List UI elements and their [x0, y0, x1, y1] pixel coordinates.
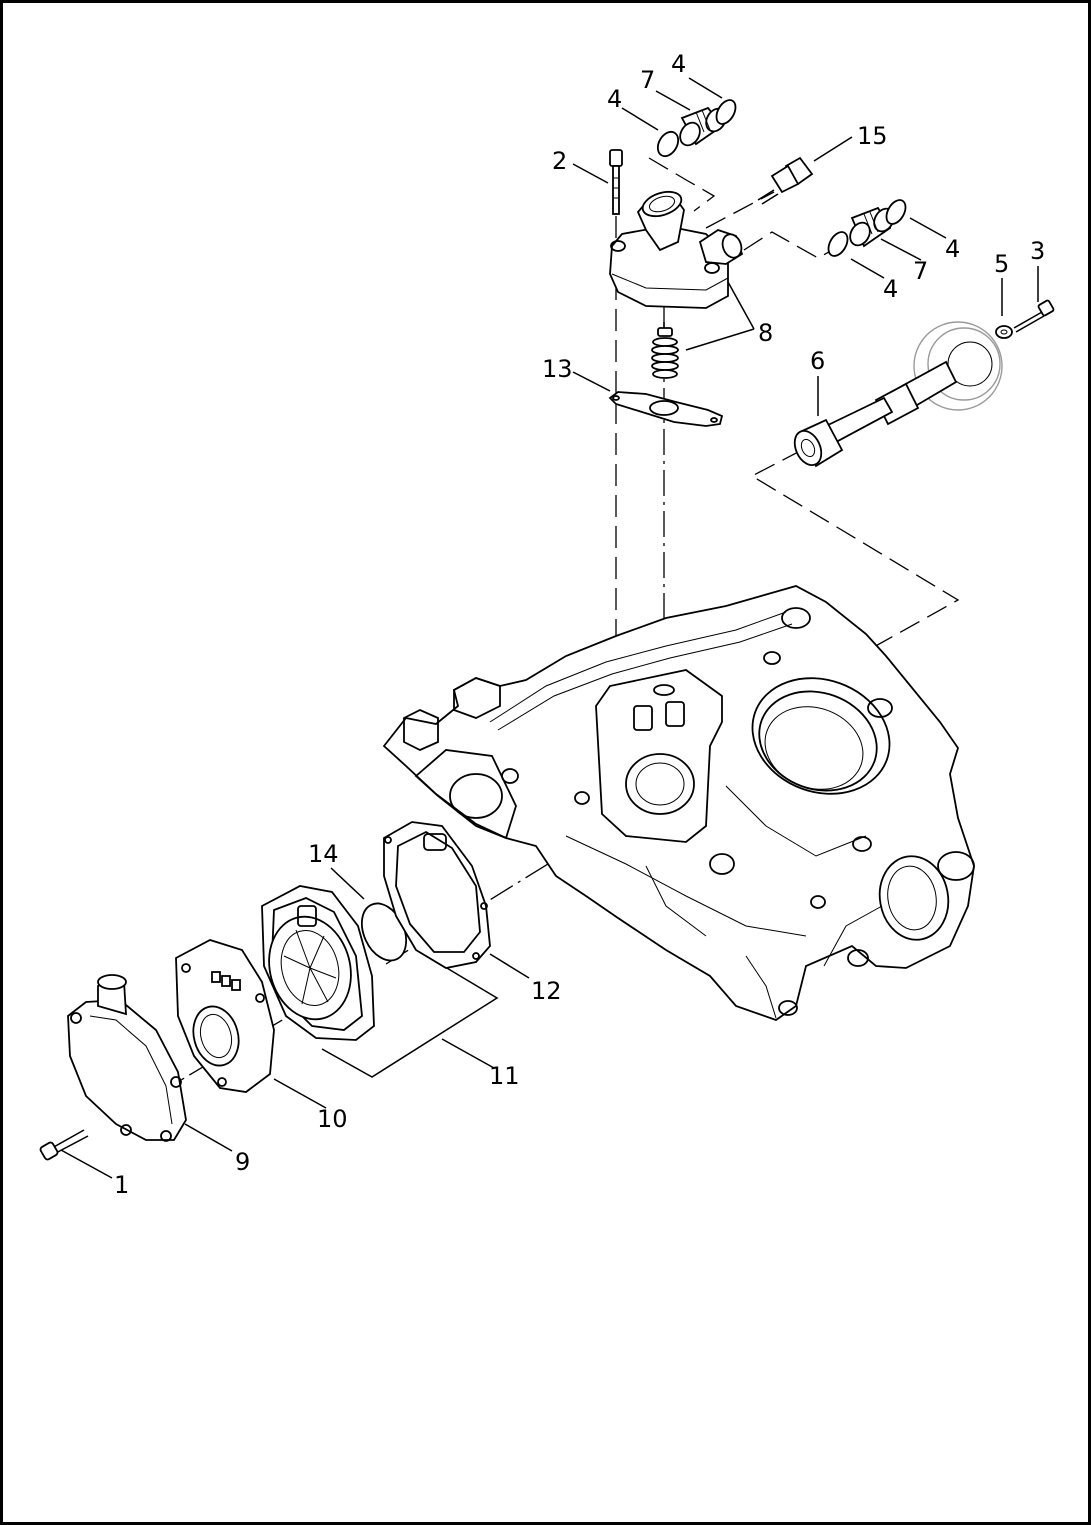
exploded-parts-diagram: 4 7 4 2 15 4 7 4 5 3 8 6 13 14 12 11 10 … — [39, 50, 1055, 1199]
pump-outer-cover — [67, 974, 187, 1142]
callout-numbers: 4 7 4 2 15 4 7 4 5 3 8 6 13 14 12 11 10 … — [114, 50, 1045, 1199]
callout-10: 10 — [317, 1105, 348, 1133]
thermostat-housing — [609, 190, 744, 309]
callout-2: 2 — [552, 147, 567, 175]
pump-gasket — [383, 821, 491, 969]
callout-4: 4 — [607, 85, 622, 113]
fitting-lower — [827, 199, 907, 257]
callout-15: 15 — [857, 122, 888, 150]
leader-lines — [60, 77, 1039, 1179]
callout-4: 4 — [945, 235, 960, 263]
callout-4: 4 — [671, 50, 686, 78]
callout-4: 4 — [883, 275, 898, 303]
water-pump-shaft — [793, 321, 1003, 468]
thermostat — [651, 322, 679, 379]
callout-14: 14 — [308, 840, 339, 868]
callout-3: 3 — [1030, 237, 1045, 265]
thermostat-gasket — [608, 391, 724, 427]
pump-cover-plate — [175, 939, 275, 1093]
callout-7: 7 — [913, 257, 928, 285]
crankcase-housing — [382, 585, 975, 1022]
callout-11: 11 — [489, 1062, 520, 1090]
callout-5: 5 — [994, 250, 1009, 278]
callout-12: 12 — [531, 977, 562, 1005]
callout-6: 6 — [810, 347, 825, 375]
temperature-sensor — [757, 156, 814, 205]
pump-body — [261, 885, 375, 1041]
bolt-2 — [609, 149, 623, 215]
bolt-1 — [39, 1129, 89, 1161]
bolt-3-washer-5 — [995, 299, 1055, 339]
callout-8: 8 — [758, 319, 773, 347]
callout-7: 7 — [640, 66, 655, 94]
fitting-upper — [656, 99, 737, 158]
callout-13: 13 — [542, 355, 573, 383]
callout-1: 1 — [114, 1171, 129, 1199]
callout-9: 9 — [235, 1148, 250, 1176]
